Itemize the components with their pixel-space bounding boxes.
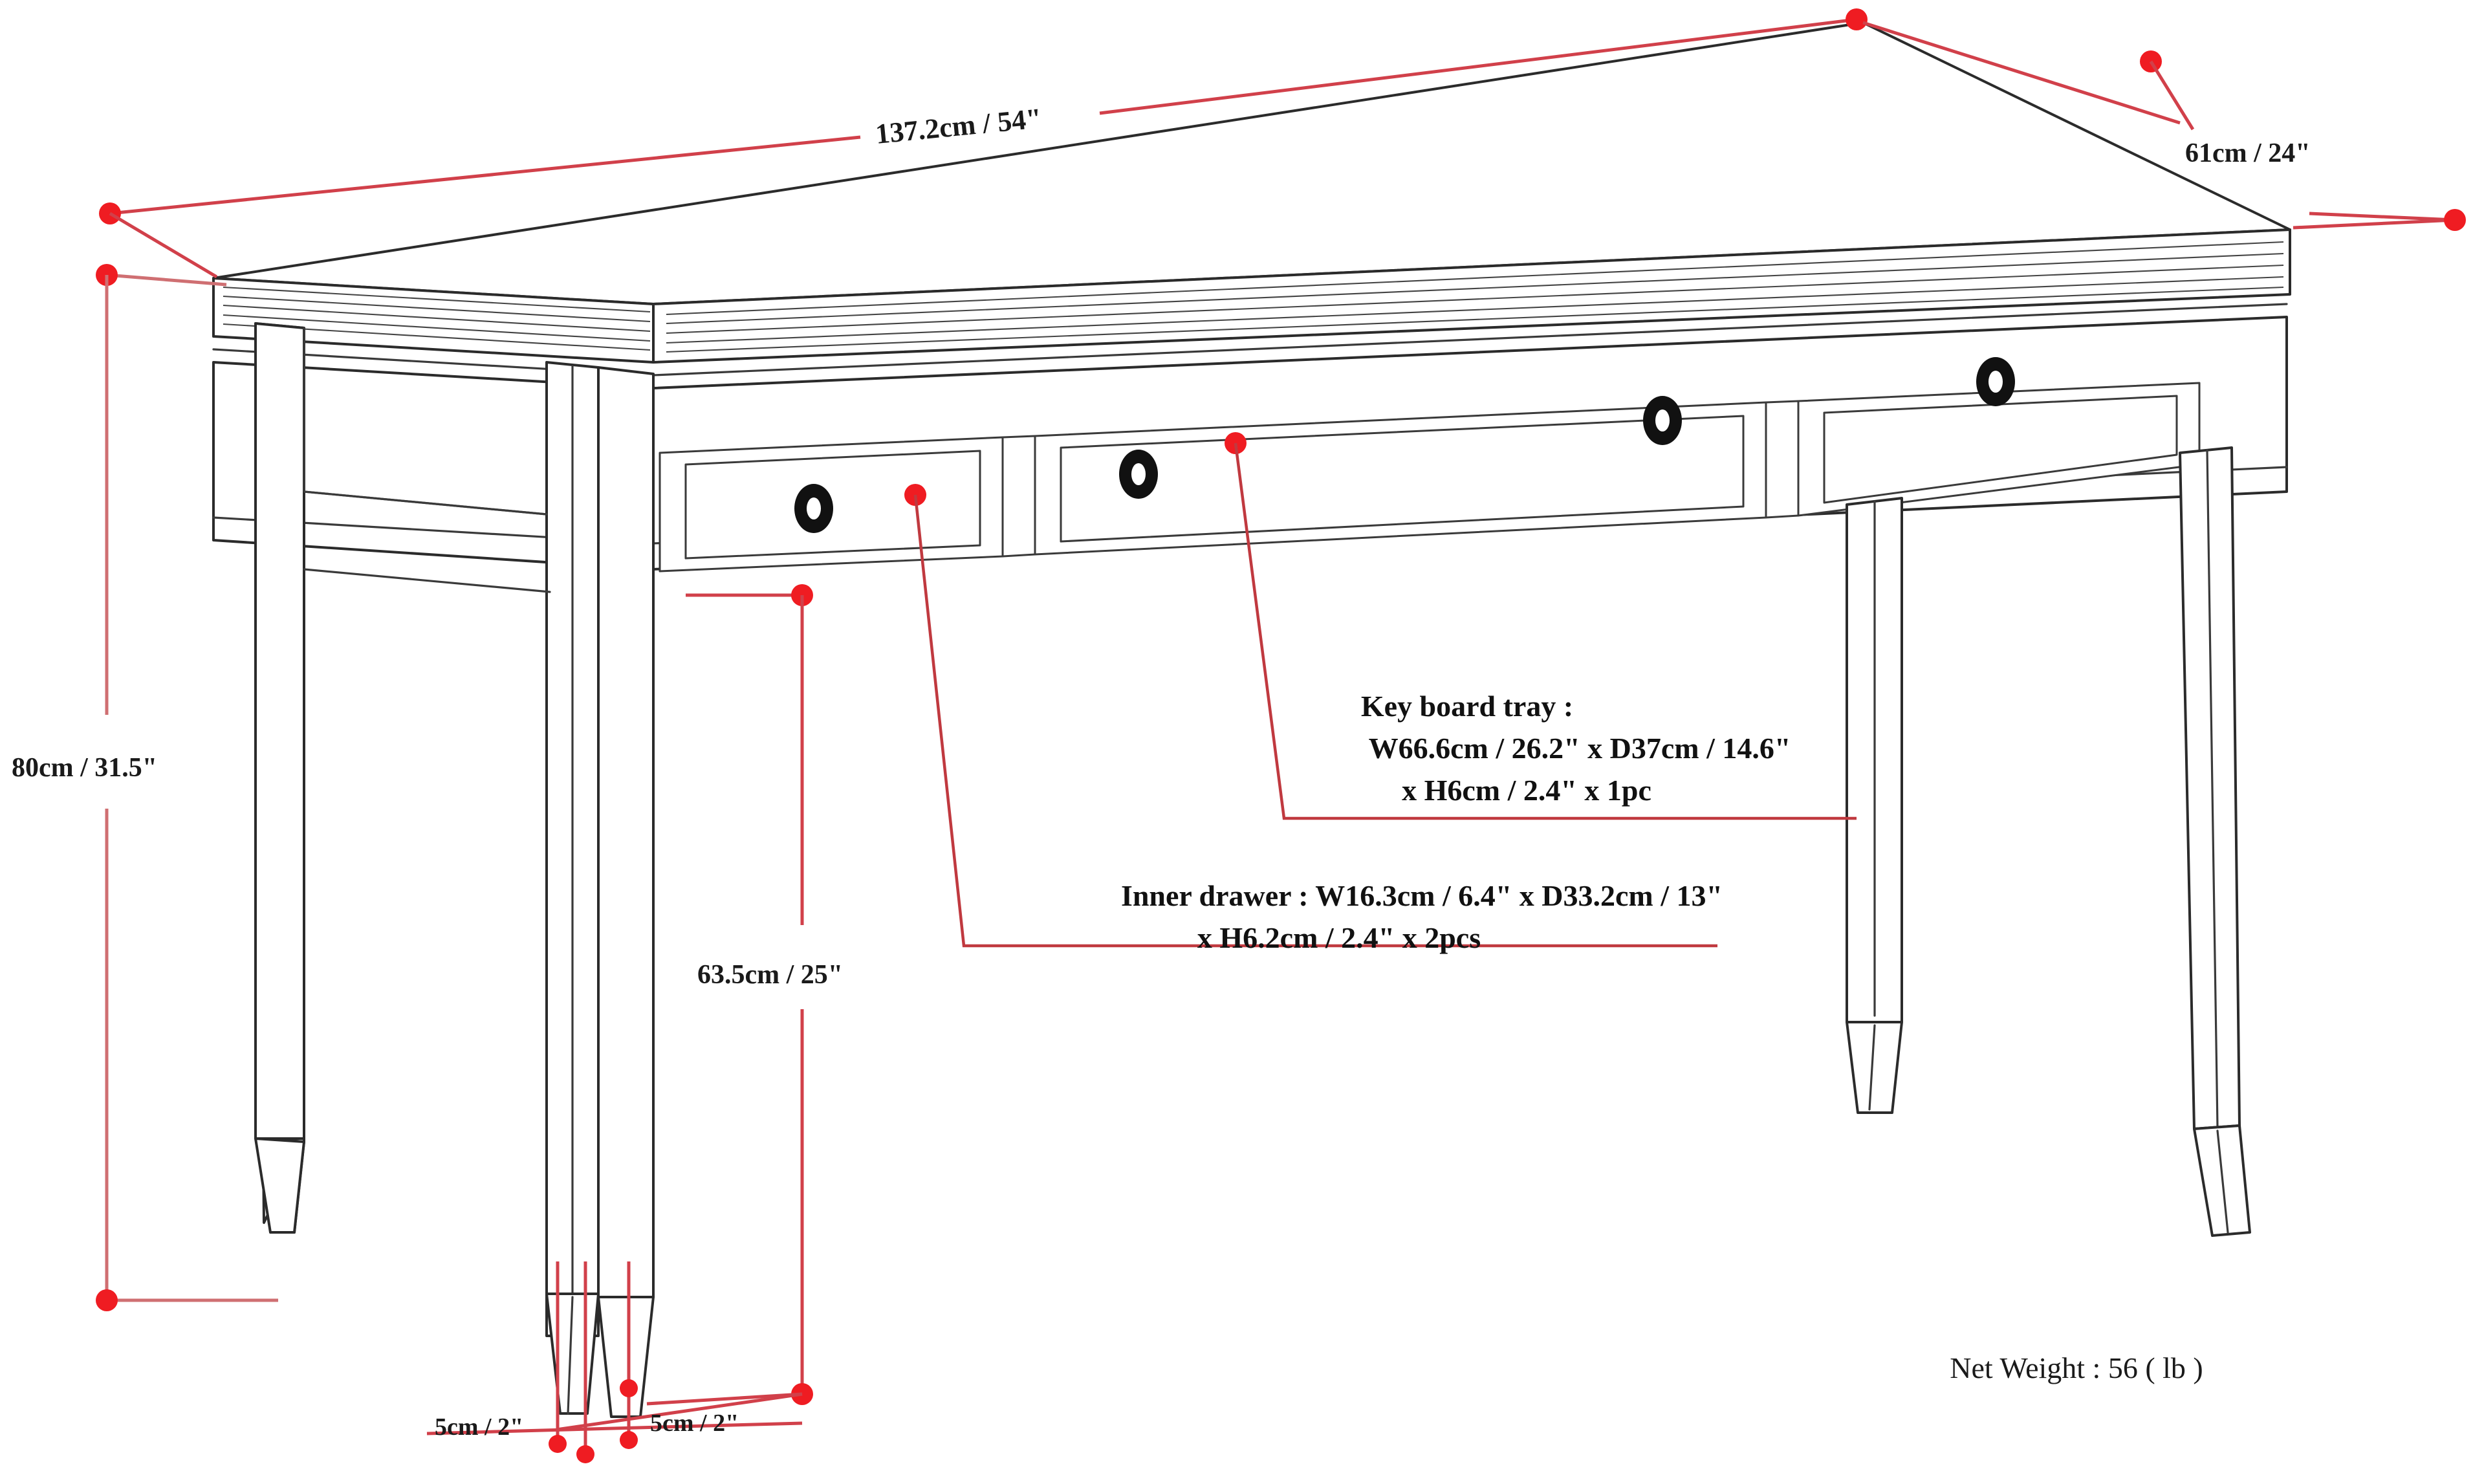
- clearance-dimension-label: 63.5cm / 25": [697, 960, 843, 990]
- drawer-right-panel-inner: [1823, 395, 2178, 504]
- width-ext-left: [109, 212, 218, 279]
- leg-front-center-left-taper: [597, 1296, 655, 1418]
- depth-dimline-lower-2: [2293, 218, 2456, 230]
- leg-baseline-right: [556, 1392, 803, 1432]
- leg-dimpoint-2: [576, 1445, 594, 1463]
- table-top-left-edge: [652, 228, 2291, 364]
- drawer-front-left[interactable]: [659, 436, 1004, 573]
- rear-apron-edge-2: [303, 490, 548, 516]
- keyboard-tray-line3: x H6cm / 2.4" x 1pc: [1402, 774, 1651, 807]
- inner-drawer-line1: Inner drawer : W16.3cm / 6.4" x D33.2cm …: [1121, 879, 1723, 912]
- height-ext-top: [106, 273, 227, 287]
- inner-drawer-leader: [913, 494, 1717, 948]
- depth-dimpoint-lower: [2444, 209, 2466, 231]
- keyboard-tray-line1: Key board tray :: [1361, 690, 1573, 723]
- depth-ext-upper: [2149, 60, 2195, 131]
- drawer-front-right[interactable]: [1797, 357, 2201, 517]
- leg-left-corner: [545, 361, 600, 1415]
- drawer-midright-knob-hole: [1655, 409, 1670, 431]
- leg-width-left-label: 5cm / 2": [435, 1413, 523, 1441]
- leg-rear-right: [1846, 497, 1903, 1114]
- leg-dimpoint-1: [549, 1435, 567, 1453]
- depth-dimline-upper: [1862, 21, 2181, 125]
- drawer-right-knob-hole: [1988, 371, 2003, 393]
- net-weight-label: Net Weight : 56 ( lb ): [1950, 1351, 2203, 1384]
- rear-stretcher-line: [303, 568, 551, 593]
- drawer-center-knob-hole: [1131, 463, 1146, 485]
- leg-front-left-shaft: [254, 322, 305, 1140]
- keyboard-tray-line2: W66.6cm / 26.2" x D37cm / 14.6": [1369, 732, 1791, 765]
- drawer-divider-2: [1765, 400, 1800, 519]
- height-dimpoint-bottom: [96, 1289, 118, 1311]
- leg-front-center-left-shaft: [597, 366, 655, 1298]
- leg-front-center-left: [597, 366, 655, 1418]
- dimension-height: 80cm / 31.5": [12, 264, 278, 1311]
- drawer-divider-1: [1001, 435, 1036, 558]
- leg-front-left-taper: [254, 1137, 305, 1234]
- clearance-ext-bottom: [646, 1392, 803, 1406]
- keyboard-tray-leader: [1234, 442, 1857, 820]
- depth-dimension-label: 61cm / 24": [2185, 138, 2311, 168]
- dimension-clearance: 63.5cm / 25": [646, 584, 843, 1406]
- leg-baseline-left: [426, 1421, 803, 1435]
- dimension-leg-widths: 5cm / 2" 5cm / 2": [426, 1261, 803, 1463]
- width-dimline-left: [109, 135, 861, 215]
- height-dimension-label: 80cm / 31.5": [12, 753, 157, 783]
- width-dimpoint-right: [1846, 8, 1868, 30]
- width-dimline-right: [1099, 17, 1857, 115]
- leg-dimpoint-4: [620, 1379, 638, 1397]
- drawer-knob-midright-group[interactable]: [1643, 396, 1682, 445]
- width-dimension-label: 137.2cm / 54": [874, 102, 1043, 150]
- dimension-annotations: 137.2cm / 54" 61cm / 24" 80cm /: [12, 8, 2466, 1463]
- callout-keyboard-tray: Key board tray : W66.6cm / 26.2" x D37cm…: [1225, 432, 1857, 820]
- dimension-depth: 61cm / 24": [1862, 21, 2466, 231]
- callout-inner-drawer: Inner drawer : W16.3cm / 6.4" x D33.2cm …: [904, 484, 1723, 954]
- leg-front-right-shaft: [2179, 446, 2241, 1130]
- depth-dimline-lower: [2309, 212, 2456, 222]
- table-top-grain: [223, 241, 2284, 353]
- leg-front-left: [254, 322, 305, 1234]
- leg-dimpoint-3: [620, 1431, 638, 1449]
- drawer-left-knob-hole: [807, 497, 821, 519]
- inner-drawer-line2: x H6.2cm / 2.4" x 2pcs: [1197, 921, 1481, 954]
- table-illustration: [212, 21, 2291, 1418]
- leg-front-right: [2179, 446, 2251, 1237]
- leg-width-right-label: 5cm / 2": [650, 1410, 739, 1437]
- leg-rear-right-taper: [1846, 1021, 1903, 1114]
